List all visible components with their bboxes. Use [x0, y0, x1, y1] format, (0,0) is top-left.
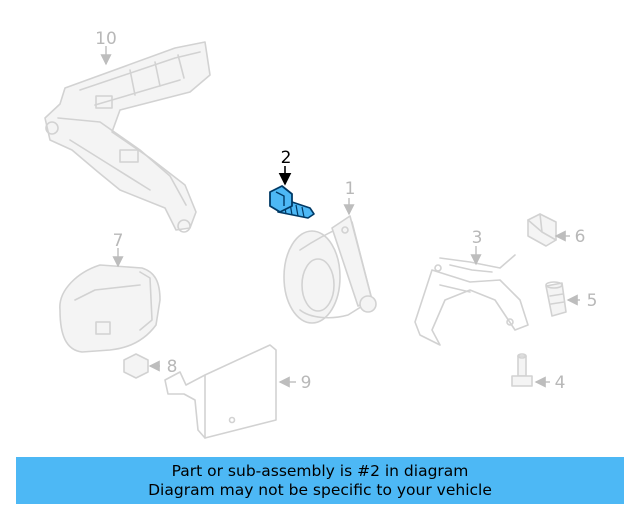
parts-diagram: 10 2 1 3 6 5: [44, 29, 598, 439]
callout-7: 7: [113, 231, 124, 251]
callout-8: 8: [167, 357, 178, 377]
info-banner: Part or sub-assembly is #2 in diagram Di…: [16, 457, 624, 504]
callout-5: 5: [587, 291, 598, 311]
callout-4: 4: [555, 373, 566, 393]
part-2-bolt[interactable]: [269, 166, 315, 219]
callout-9: 9: [301, 373, 312, 393]
callout-1: 1: [345, 179, 356, 199]
part-7-control-unit: [59, 248, 161, 353]
callout-2: 2: [281, 148, 292, 168]
banner-line-disclaimer: Diagram may not be specific to your vehi…: [148, 480, 492, 499]
part-3-bracket: [414, 246, 529, 346]
callout-3: 3: [472, 228, 483, 248]
callout-6: 6: [575, 227, 586, 247]
part-9-plate-bracket: [164, 344, 296, 439]
part-1-horn: [283, 198, 377, 324]
banner-line-part: Part or sub-assembly is #2 in diagram: [171, 461, 469, 480]
part-5-nut: [545, 281, 580, 317]
part-10-module-bracket: [44, 41, 211, 233]
part-8-nut: [123, 353, 160, 379]
part-6-clip: [527, 213, 570, 247]
callout-10: 10: [95, 29, 117, 49]
part-4-stud: [511, 353, 550, 388]
